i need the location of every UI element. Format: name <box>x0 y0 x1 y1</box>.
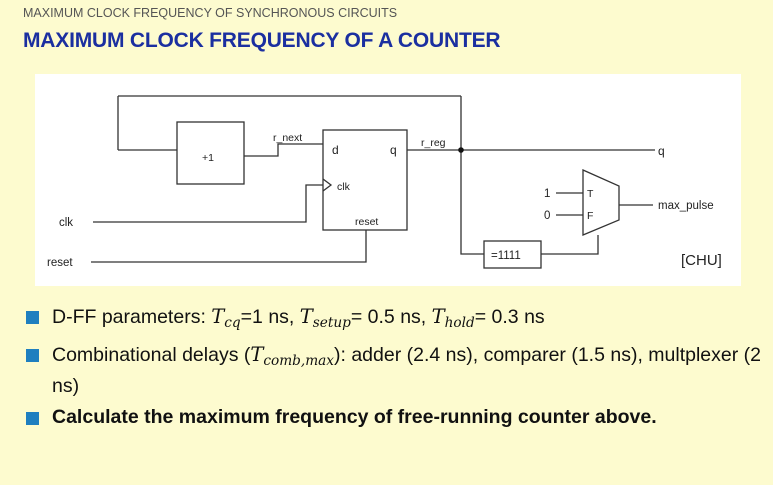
bullet-list: D-FF parameters: Tcq=1 ns, Tsetup= 0.5 n… <box>24 304 764 436</box>
slide-title: MAXIMUM CLOCK FREQUENCY OF A COUNTER <box>23 29 501 52</box>
clock-triangle <box>322 178 333 192</box>
citation-label: [CHU] <box>681 252 722 269</box>
max-pulse-label: max_pulse <box>658 200 714 212</box>
r-next-label: r_next <box>273 132 302 144</box>
reset-wire <box>91 230 367 263</box>
r-reg-label: r_reg <box>421 137 446 149</box>
bullet-dff-parameters: D-FF parameters: Tcq=1 ns, Tsetup= 0.5 n… <box>24 304 764 336</box>
reset-port-label: reset <box>355 216 378 228</box>
thold-symbol: Thold <box>431 305 475 331</box>
bullet-square-icon <box>26 349 39 362</box>
d-port-label: d <box>332 143 339 157</box>
reset-input-label: reset <box>47 257 73 269</box>
comparator-label: =1111 <box>491 250 521 262</box>
comparator-input-wire <box>460 150 484 255</box>
clk-wire <box>93 184 323 223</box>
comparator-block <box>483 240 542 269</box>
bullet-calculate: Calculate the maximum frequency of free-… <box>24 405 764 430</box>
bullet-square-icon <box>26 412 39 425</box>
clk-input-label: clk <box>59 217 73 229</box>
tcomb-symbol: Tcomb,max <box>250 343 334 369</box>
section-label: MAXIMUM CLOCK FREQUENCY OF SYNCHRONOUS C… <box>23 6 398 20</box>
bullet-combinational-delays: Combinational delays (Tcomb,max): adder … <box>24 342 764 399</box>
incrementer-block <box>176 121 245 185</box>
tsetup-symbol: Tsetup <box>299 305 351 331</box>
mux-input-1-label: 1 <box>544 188 550 200</box>
mux-input-0-label: 0 <box>544 210 550 222</box>
mux-t-label: T <box>587 188 594 200</box>
bullet-square-icon <box>26 311 39 324</box>
counter-diagram: +1 r_next d q clk reset r_reg q clk rese… <box>35 74 741 286</box>
circuit-schematic: +1 r_next d q clk reset r_reg q clk rese… <box>47 95 722 269</box>
q-output-label: q <box>658 144 665 158</box>
d-flipflop <box>322 129 408 231</box>
tcq-symbol: Tcq <box>211 305 241 331</box>
multiplexer <box>582 168 620 236</box>
incrementer-label: +1 <box>202 152 214 164</box>
select-wire <box>541 235 599 255</box>
r-next-wire <box>244 143 323 157</box>
mux-f-label: F <box>587 210 593 222</box>
clk-port-label: clk <box>337 181 351 193</box>
junction-dot <box>458 147 464 153</box>
q-port-label: q <box>390 143 397 157</box>
